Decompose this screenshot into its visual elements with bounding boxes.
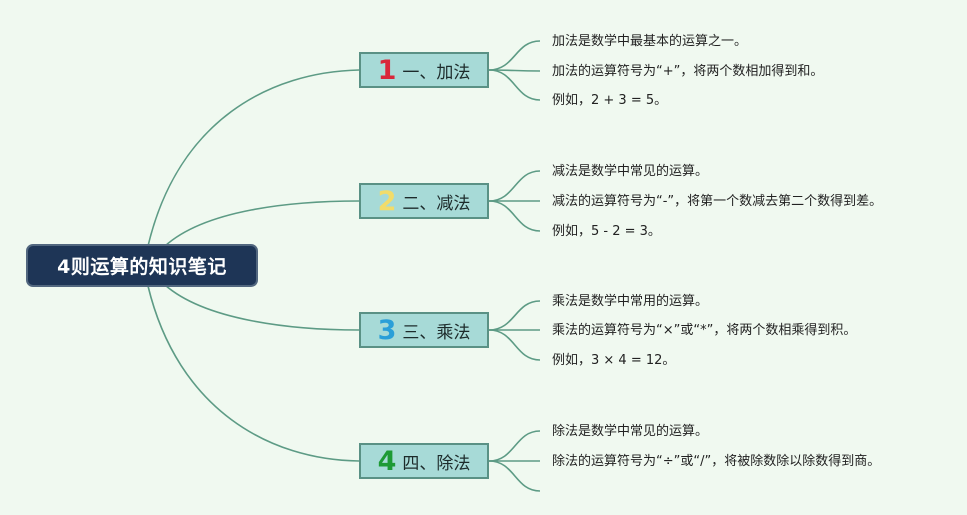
note-division-2[interactable]: 除法的运算符号为“÷”或“/”，将被除数除以除数得到商。: [552, 454, 881, 469]
number-1-badge: 1: [377, 54, 397, 86]
link-branch-3-note-1: [488, 300, 541, 331]
branch-multiplication[interactable]: 3 三、乘法: [359, 312, 489, 348]
note-addition-1[interactable]: 加法是数学中最基本的运算之一。: [552, 34, 748, 49]
link-branch-3-note-3: [488, 329, 541, 361]
link-branch-4-note-3: [488, 460, 541, 492]
link-branch-2-note-1: [488, 170, 541, 202]
note-subtraction-2[interactable]: 减法的运算符号为“-”，将第一个数减去第二个数得到差。: [552, 194, 883, 209]
note-addition-2[interactable]: 加法的运算符号为“+”，将两个数相加得到和。: [552, 64, 824, 79]
branch-division[interactable]: 4 四、除法: [359, 443, 489, 479]
note-multiplication-2[interactable]: 乘法的运算符号为“×”或“*”，将两个数相乘得到积。: [552, 323, 857, 338]
link-branch-1-note-3: [488, 69, 541, 101]
note-multiplication-1[interactable]: 乘法是数学中常用的运算。: [552, 294, 709, 309]
branch-title-multiplication: 三、乘法: [402, 322, 471, 343]
branch-addition[interactable]: 1 一、加法: [359, 52, 489, 88]
link-branch-1-note-1: [488, 40, 541, 71]
number-4-badge: 4: [377, 445, 397, 477]
branch-title-subtraction: 二、减法: [402, 193, 471, 214]
note-addition-3[interactable]: 例如，2 + 3 = 5。: [552, 93, 668, 108]
note-division-1[interactable]: 除法是数学中常见的运算。: [552, 424, 709, 439]
number-3-badge: 3: [377, 314, 397, 346]
root-title: 4则运算的知识笔记: [57, 256, 227, 278]
link-root-branch-1: [147, 69, 360, 247]
note-multiplication-3[interactable]: 例如，3 × 4 = 12。: [552, 353, 676, 368]
note-subtraction-1[interactable]: 减法是数学中常见的运算。: [552, 164, 709, 179]
note-subtraction-3[interactable]: 例如，5 - 2 = 3。: [552, 224, 661, 239]
link-branch-2-note-3: [488, 200, 541, 232]
branch-title-division: 四、除法: [402, 453, 471, 474]
link-branch-4-note-1: [488, 430, 541, 462]
number-2-badge: 2: [377, 185, 397, 217]
branch-subtraction[interactable]: 2 二、减法: [359, 183, 489, 219]
root-topic[interactable]: 4则运算的知识笔记: [26, 244, 258, 287]
link-root-branch-2: [164, 200, 360, 247]
link-root-branch-4: [147, 285, 360, 462]
link-root-branch-3: [164, 284, 360, 331]
branch-title-addition: 一、加法: [402, 62, 471, 83]
